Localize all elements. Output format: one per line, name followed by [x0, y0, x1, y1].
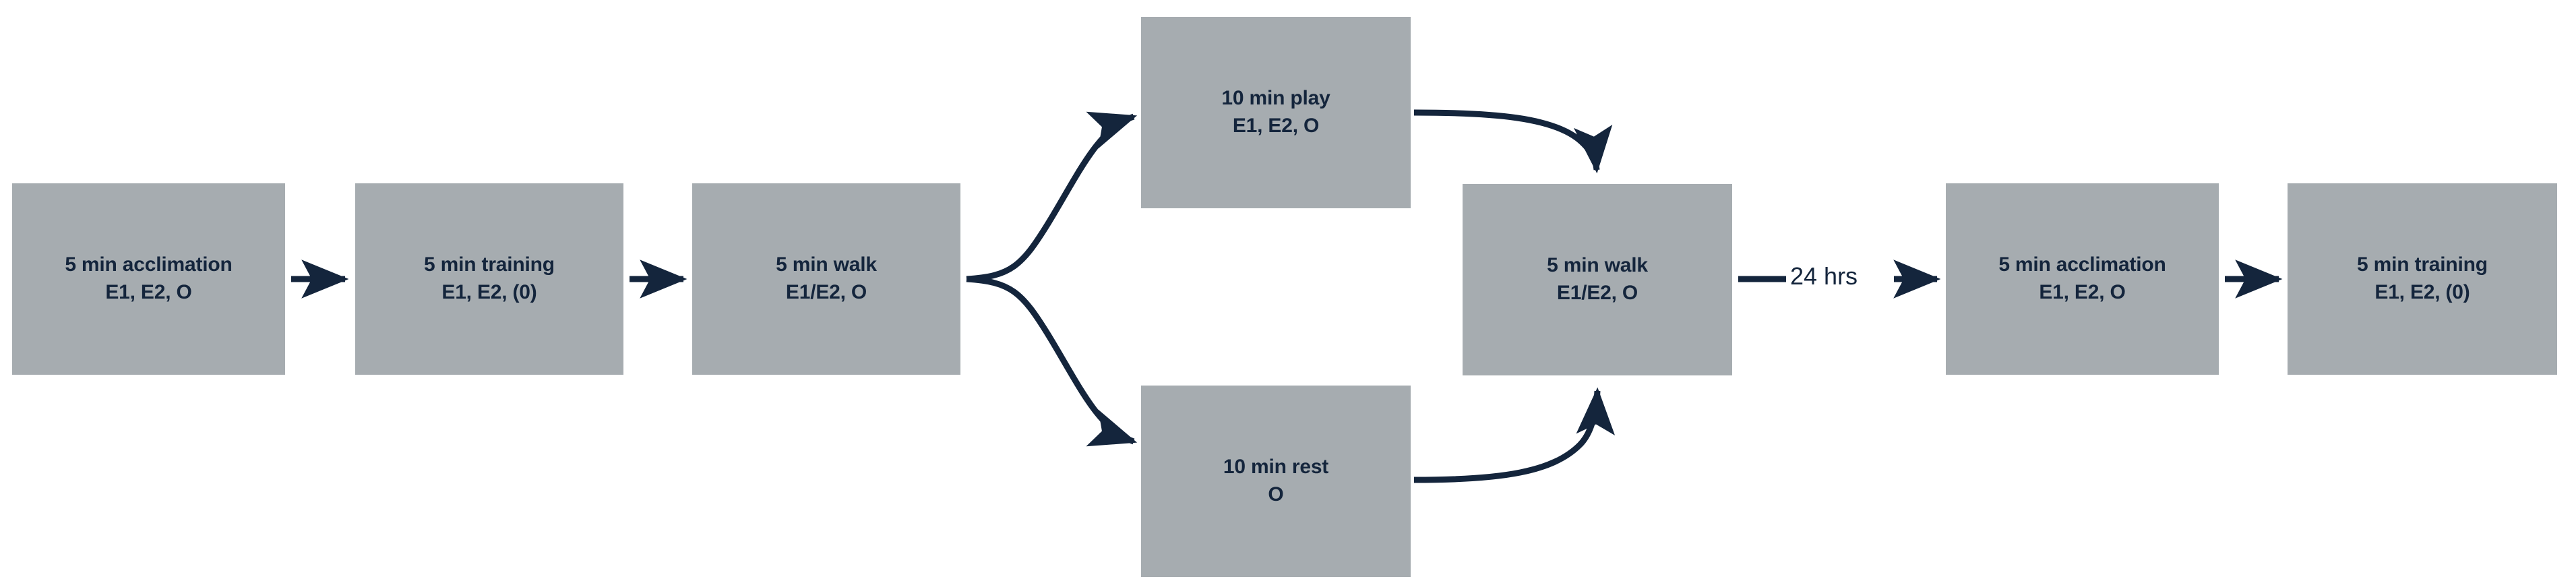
node-rest-line2: O — [1268, 483, 1284, 506]
node-training-1-line2: E1, E2, (0) — [441, 281, 537, 303]
node-play-line1: 10 min play — [1221, 87, 1330, 110]
node-play-line2: E1, E2, O — [1232, 115, 1320, 137]
node-walk-1-line1: 5 min walk — [776, 253, 877, 276]
edge-rest-to-walk2 — [1413, 387, 1616, 483]
edge-walk1-to-play — [966, 111, 1138, 282]
node-walk-1[interactable]: 5 min walk E1/E2, O — [692, 183, 960, 375]
node-acclimation-1-line2: E1, E2, O — [105, 281, 192, 303]
node-training-1-line1: 5 min training — [424, 253, 555, 276]
node-walk-2-line1: 5 min walk — [1547, 254, 1648, 277]
edge-walk1-to-rest — [966, 276, 1138, 447]
node-walk-2[interactable]: 5 min walk E1/E2, O — [1463, 184, 1732, 375]
node-acclimation-2-line1: 5 min acclimation — [1998, 253, 2166, 276]
node-walk-1-line2: E1/E2, O — [785, 281, 867, 303]
edge-label-24-hrs: 24 hrs — [1786, 264, 1862, 288]
node-acclimation-1[interactable]: 5 min acclimation E1, E2, O — [12, 183, 285, 375]
node-training-1[interactable]: 5 min training E1, E2, (0) — [355, 183, 623, 375]
node-training-2[interactable]: 5 min training E1, E2, (0) — [2288, 183, 2557, 375]
node-acclimation-2-line2: E1, E2, O — [2039, 281, 2126, 303]
edge-play-to-walk2 — [1413, 109, 1613, 174]
node-training-2-line1: 5 min training — [2357, 253, 2488, 276]
node-rest-line1: 10 min rest — [1223, 456, 1329, 479]
node-play[interactable]: 10 min play E1, E2, O — [1141, 17, 1411, 208]
node-training-2-line2: E1, E2, (0) — [2374, 281, 2470, 303]
node-rest[interactable]: 10 min rest O — [1141, 386, 1411, 577]
node-walk-2-line2: E1/E2, O — [1556, 282, 1638, 304]
node-acclimation-2[interactable]: 5 min acclimation E1, E2, O — [1946, 183, 2219, 375]
node-acclimation-1-line1: 5 min acclimation — [65, 253, 233, 276]
